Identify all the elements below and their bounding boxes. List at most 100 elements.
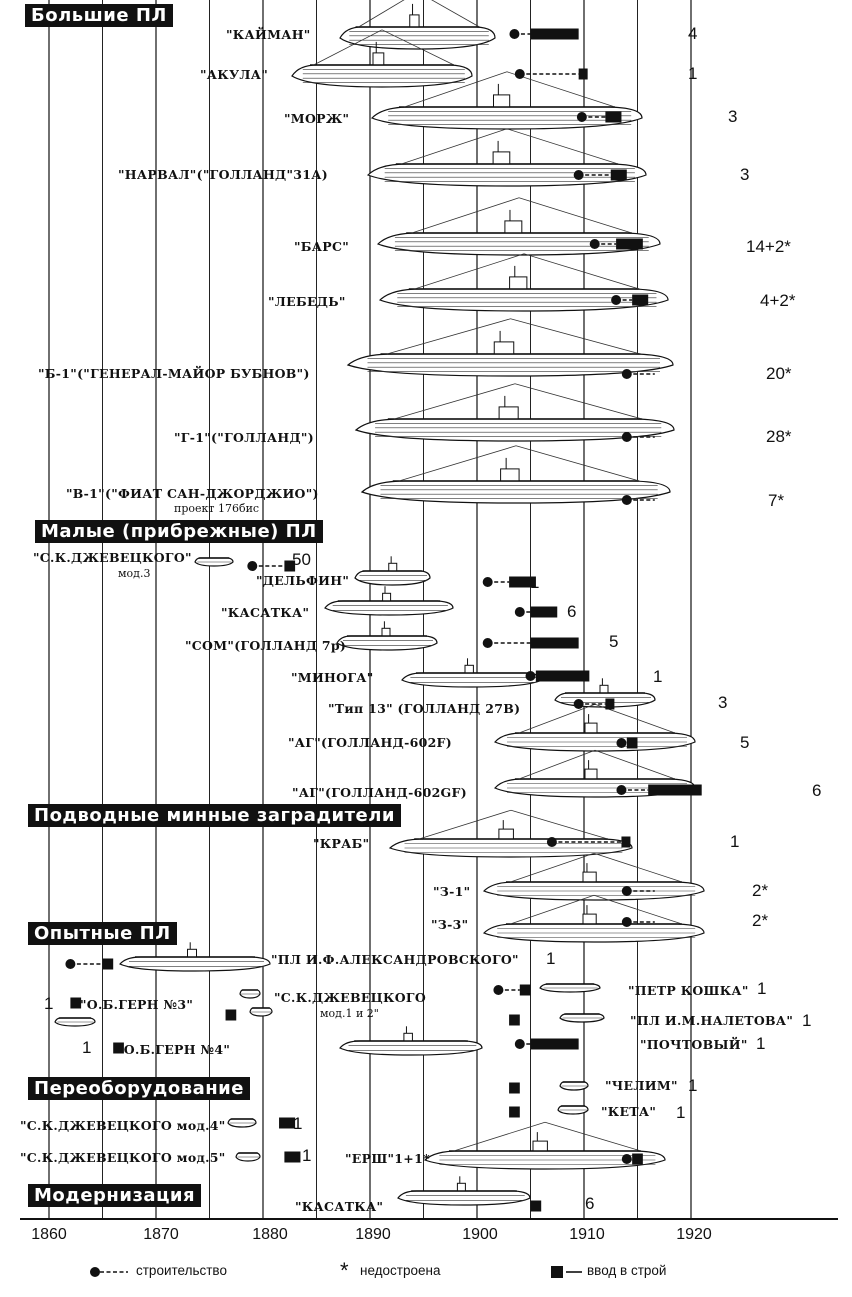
series-label: "ДЕЛЬФИН": [256, 573, 350, 588]
conning-tower: [492, 151, 511, 165]
submarine-silhouette: [366, 128, 647, 187]
timeline-row: [514, 1038, 579, 1050]
count-label: 4+2*: [760, 291, 796, 310]
service-bar: [610, 169, 627, 181]
series-label: "С.К.ДЖЕВЕЦКОГО мод.5": [20, 1150, 226, 1165]
rigging-wire: [394, 383, 516, 420]
service-bar: [648, 784, 702, 796]
timeline-row: [514, 606, 558, 618]
rigging-wire: [518, 703, 596, 734]
rigging-wire: [523, 253, 640, 290]
service-bar: [632, 1153, 643, 1165]
timeline-row: [616, 737, 638, 749]
series-label: "КАЙМАН": [226, 27, 311, 42]
grid-lines: [20, 0, 838, 1220]
conning-tower: [382, 592, 392, 602]
count-label: 3: [718, 693, 728, 712]
count-label: 28*: [766, 427, 792, 446]
series-label: "Тип 13" (ГОЛЛАНД 27В): [328, 701, 521, 716]
timeline-row: [225, 1009, 237, 1021]
hull-shape: [401, 672, 543, 688]
submarine-silhouette: [360, 445, 671, 504]
conning-tower: [388, 562, 398, 572]
timeline-row: [621, 1153, 643, 1165]
count-label: 1: [653, 667, 663, 686]
conning-tower: [498, 406, 519, 420]
submarine-silhouette: [554, 678, 656, 708]
rigging-wire: [404, 71, 508, 108]
construction-start-dot: [493, 985, 504, 995]
timeline-row: [589, 238, 643, 250]
legend-star-icon: *: [340, 1258, 349, 1283]
timeline-row: [546, 836, 631, 848]
submarine-silhouette: [370, 71, 643, 130]
conning-tower: [493, 341, 515, 355]
count-label: 3: [740, 165, 750, 184]
series-label: "ПЕТР КОШКА": [628, 983, 749, 998]
service-bar: [616, 238, 643, 250]
submarine-silhouette: [227, 1118, 257, 1128]
count-label: 14+2*: [746, 237, 791, 256]
series-label: "Г-1"("ГОЛЛАНД"): [174, 430, 314, 445]
count-label: 1: [802, 1011, 812, 1030]
hull-shape: [324, 600, 454, 616]
count-label: 1: [302, 1146, 312, 1165]
service-bar: [102, 958, 114, 970]
construction-start-dot: [573, 699, 584, 709]
count-label: 1: [293, 1114, 303, 1133]
timeline-row: [279, 1117, 296, 1129]
timeline-row: [509, 1106, 520, 1118]
service-bar: [626, 737, 638, 749]
conning-tower: [582, 871, 597, 883]
timeline-row: [65, 958, 114, 970]
series-label: "СОМ"(ГОЛЛАНД 7р): [185, 638, 347, 653]
construction-start-dot: [616, 785, 627, 795]
section-title: Подводные минные заградители: [28, 804, 402, 827]
series-label: "ПЛ И.Ф.АЛЕКСАНДРОВСКОГО": [271, 952, 519, 967]
count-label: 5: [740, 733, 750, 752]
timeline-marks: [65, 28, 702, 1212]
conning-tower: [584, 768, 598, 780]
conning-tower: [500, 468, 520, 482]
timeline-row: [514, 68, 588, 80]
rigging-wire: [453, 1121, 546, 1152]
series-label: "АГ"(ГОЛЛАНД-602GF): [292, 785, 467, 800]
legend-build-dot: [90, 1267, 100, 1277]
count-label: 1: [757, 979, 767, 998]
count-label: 6: [585, 1194, 595, 1213]
timeline-row: [482, 576, 536, 588]
count-label: 1: [756, 1034, 766, 1053]
legend-service-square: [551, 1266, 563, 1278]
timeline-row: [113, 1042, 124, 1054]
construction-start-dot: [514, 607, 525, 617]
conning-tower: [456, 1182, 466, 1192]
submarine-silhouette: [339, 0, 496, 50]
rigging-wire: [418, 809, 512, 840]
rigging-wire: [593, 894, 683, 925]
construction-start-dot: [621, 886, 632, 896]
submarine-silhouette: [194, 557, 234, 567]
rigging-wire: [358, 0, 405, 28]
submarine-silhouette: [354, 383, 675, 442]
submarine-silhouette: [482, 894, 705, 943]
submarine-silhouette: [54, 1017, 96, 1027]
construction-start-dot: [514, 1039, 525, 1049]
construction-start-dot: [589, 239, 600, 249]
x-tick-label: 1890: [355, 1226, 391, 1243]
series-label: "КЕТА": [601, 1104, 657, 1119]
rigging-wire: [386, 318, 511, 355]
construction-start-dot: [616, 738, 627, 748]
service-bar: [530, 637, 579, 649]
construction-start-dot: [509, 29, 520, 39]
count-label: 1: [44, 994, 54, 1013]
hull-shape: [119, 956, 271, 972]
rigging-wire: [414, 253, 525, 290]
conning-tower: [509, 276, 528, 290]
legend-service-text: ввод в строй: [587, 1263, 667, 1278]
construction-start-dot: [247, 561, 258, 571]
timeline-row: [525, 670, 590, 682]
timeline-row: [509, 1014, 520, 1026]
construction-start-dot: [621, 432, 632, 442]
timeline-row: [621, 886, 655, 896]
